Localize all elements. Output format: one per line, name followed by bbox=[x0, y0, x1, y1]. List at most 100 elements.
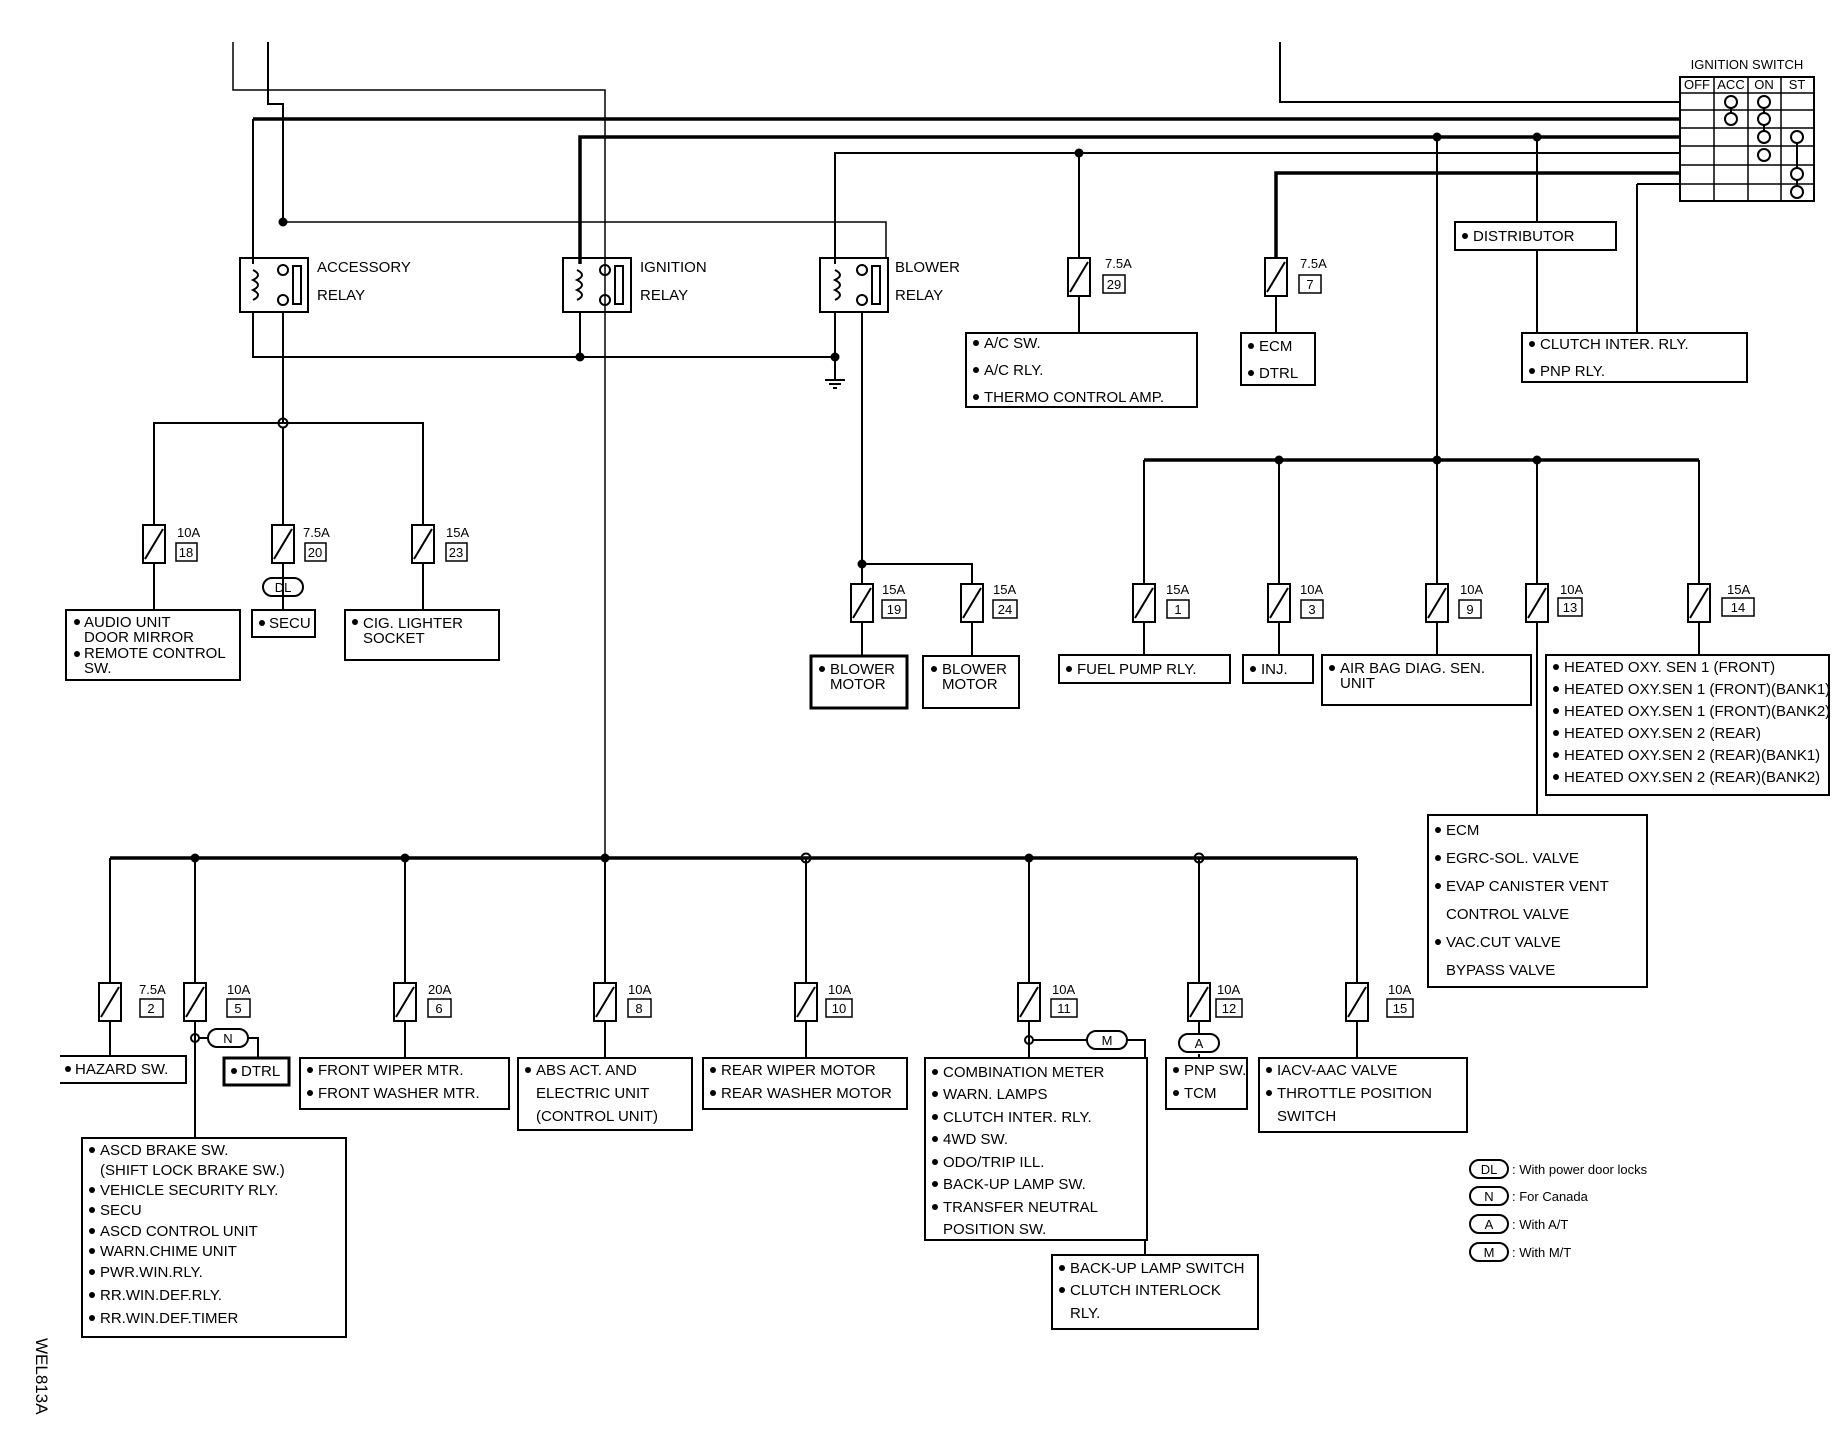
load-ecm-group-line-5: VAC.CUT VALVE bbox=[1446, 934, 1561, 951]
ign-col-off: OFF bbox=[1684, 77, 1710, 92]
fuse-7: 7.5A 7 bbox=[1264, 256, 1327, 297]
load-secu-line-1: SECU bbox=[269, 615, 311, 632]
legend-text-n: : For Canada bbox=[1512, 1189, 1589, 1204]
right-bus bbox=[1143, 455, 1700, 586]
fuse-23: 15A 23 bbox=[411, 524, 469, 610]
load-ascd-line-8: RR.WIN.DEF.RLY. bbox=[100, 1287, 222, 1304]
fuse-29-num: 29 bbox=[1107, 277, 1121, 292]
fuse-11: 10A 11 bbox=[1017, 982, 1078, 1022]
fuse-10-num: 10 bbox=[832, 1001, 846, 1016]
legend: DL : With power door locks N : For Canad… bbox=[1469, 1159, 1648, 1262]
fuse-1-amp: 15A bbox=[1166, 582, 1189, 597]
fuse-10: 10A 10 bbox=[794, 982, 853, 1058]
fuse-9: 10A 9 bbox=[1425, 582, 1483, 655]
fuse-15: 10A 15 bbox=[1345, 982, 1414, 1058]
load-rear-wiper-line-1: REAR WIPER MOTOR bbox=[721, 1062, 876, 1079]
load-front-wiper-line-1: FRONT WIPER MTR. bbox=[318, 1062, 464, 1079]
accessory-branch bbox=[153, 312, 424, 527]
load-rear-wiper: REAR WIPER MOTOR REAR WASHER MOTOR bbox=[702, 1057, 908, 1110]
fuse-18: 10A 18 bbox=[142, 524, 200, 610]
load-pnp-line-2: TCM bbox=[1184, 1085, 1217, 1102]
fuse-6-num: 6 bbox=[435, 1001, 442, 1016]
fuse-11-num: 11 bbox=[1057, 1001, 1071, 1016]
load-backup-line-2: CLUTCH INTERLOCK bbox=[1070, 1282, 1221, 1299]
ign-col-acc: ACC bbox=[1717, 77, 1744, 92]
load-abs-line-1: ABS ACT. AND bbox=[536, 1062, 637, 1079]
load-abs: ABS ACT. AND ELECTRIC UNIT (CONTROL UNIT… bbox=[517, 1057, 693, 1131]
fuse-11-amp: 10A bbox=[1052, 982, 1075, 997]
load-combination-line-2: WARN. LAMPS bbox=[943, 1086, 1047, 1103]
fuse-6: 20A 6 bbox=[393, 982, 452, 1058]
accessory-relay-label-1: ACCESSORY bbox=[317, 259, 411, 276]
load-heated-oxy-line-4: HEATED OXY.SEN 2 (REAR) bbox=[1564, 725, 1761, 742]
fuse-5-num: 5 bbox=[234, 1001, 241, 1016]
load-blower-motor-1: BLOWER MOTOR bbox=[809, 654, 909, 710]
load-hazard-sw: HAZARD SW. bbox=[60, 1055, 187, 1084]
load-inj: INJ. bbox=[1242, 654, 1314, 684]
fuse-19: 15A 19 bbox=[850, 582, 907, 656]
fuse-12-amp: 10A bbox=[1217, 982, 1240, 997]
blower-branch bbox=[857, 312, 973, 586]
ignition-relay: IGNITION RELAY bbox=[562, 257, 707, 313]
fuse-15-num: 15 bbox=[1393, 1001, 1407, 1016]
load-airbag-line-2: UNIT bbox=[1340, 675, 1375, 692]
load-audio-line-3: REMOTE CONTROL bbox=[84, 645, 226, 662]
load-backup-lamp: BACK-UP LAMP SWITCH CLUTCH INTERLOCK RLY… bbox=[1051, 1254, 1259, 1330]
load-heated-oxy-line-6: HEATED OXY.SEN 2 (REAR)(BANK2) bbox=[1564, 769, 1820, 786]
legend-text-a: : With A/T bbox=[1512, 1217, 1568, 1232]
bottom-bus bbox=[109, 852, 1358, 985]
legend-code-m: M bbox=[1484, 1245, 1495, 1260]
load-ecm-dtrl-line-1: ECM bbox=[1259, 338, 1292, 355]
load-combination-line-5: ODO/TRIP ILL. bbox=[943, 1154, 1044, 1171]
load-ascd-group: ASCD BRAKE SW. (SHIFT LOCK BRAKE SW.) VE… bbox=[81, 1137, 347, 1338]
fuse-29-amp: 7.5A bbox=[1105, 256, 1132, 271]
ign-col-on: ON bbox=[1754, 77, 1774, 92]
option-tag-m: M bbox=[1102, 1033, 1113, 1048]
fuse-13-num: 13 bbox=[1563, 600, 1577, 615]
fuse-3: 10A 3 bbox=[1267, 582, 1324, 655]
load-combination-line-3: CLUTCH INTER. RLY. bbox=[943, 1109, 1092, 1126]
fuse-23-num: 23 bbox=[449, 545, 463, 560]
legend-text-dl: : With power door locks bbox=[1512, 1162, 1648, 1177]
fuse-7-num: 7 bbox=[1306, 277, 1313, 292]
fuse-13: 10A 13 bbox=[1525, 582, 1583, 815]
legend-code-n: N bbox=[1484, 1189, 1493, 1204]
fuse-8: 10A 8 bbox=[593, 982, 652, 1058]
load-distributor: DISTRIBUTOR bbox=[1454, 221, 1617, 251]
load-abs-line-2: ELECTRIC UNIT bbox=[536, 1085, 649, 1102]
load-audio-line-4: SW. bbox=[84, 660, 112, 677]
load-ac-line-2: A/C RLY. bbox=[984, 362, 1043, 379]
load-ascd-line-4: SECU bbox=[100, 1202, 142, 1219]
fuse-1-num: 1 bbox=[1174, 602, 1181, 617]
fuse-6-amp: 20A bbox=[428, 982, 451, 997]
load-combination-line-4: 4WD SW. bbox=[943, 1131, 1008, 1148]
load-ascd-line-9: RR.WIN.DEF.TIMER bbox=[100, 1310, 238, 1327]
load-backup-line-1: BACK-UP LAMP SWITCH bbox=[1070, 1260, 1244, 1277]
fuse-7-amp: 7.5A bbox=[1300, 256, 1327, 271]
legend-item-m: M : With M/T bbox=[1469, 1242, 1571, 1262]
ignition-relay-label-1: IGNITION bbox=[640, 259, 707, 276]
load-abs-line-3: (CONTROL UNIT) bbox=[536, 1108, 658, 1125]
load-ascd-line-5: ASCD CONTROL UNIT bbox=[100, 1223, 258, 1240]
fuse-3-amp: 10A bbox=[1300, 582, 1323, 597]
load-ecm-group-line-6: BYPASS VALVE bbox=[1446, 962, 1555, 979]
fuse-24-num: 24 bbox=[998, 602, 1012, 617]
fuse-18-num: 18 bbox=[179, 545, 193, 560]
fuse-12-num: 12 bbox=[1222, 1001, 1236, 1016]
load-iacv-line-3: SWITCH bbox=[1277, 1108, 1336, 1125]
load-backup-line-3: RLY. bbox=[1070, 1305, 1100, 1322]
fuse-8-num: 8 bbox=[635, 1001, 642, 1016]
fuse-15-amp: 10A bbox=[1388, 982, 1411, 997]
load-front-wiper: FRONT WIPER MTR. FRONT WASHER MTR. bbox=[299, 1057, 510, 1110]
load-clutch-line-1: CLUTCH INTER. RLY. bbox=[1540, 336, 1689, 353]
load-cig-lighter: CIG. LIGHTER SOCKET bbox=[344, 609, 500, 661]
fuses: 10A 18 7.5A 20 15A 23 15A 19 bbox=[98, 256, 1755, 1058]
fuse-29: 7.5A 29 bbox=[1067, 256, 1132, 333]
fuse-10-amp: 10A bbox=[828, 982, 851, 997]
fuse-19-amp: 15A bbox=[882, 582, 905, 597]
fuse-9-num: 9 bbox=[1466, 602, 1473, 617]
fuse-18-amp: 10A bbox=[177, 525, 200, 540]
load-heated-oxy-line-1: HEATED OXY. SEN 1 (FRONT) bbox=[1564, 659, 1775, 676]
load-blower2-line-1: BLOWER bbox=[942, 661, 1007, 678]
fuse-2-amp: 7.5A bbox=[139, 982, 166, 997]
